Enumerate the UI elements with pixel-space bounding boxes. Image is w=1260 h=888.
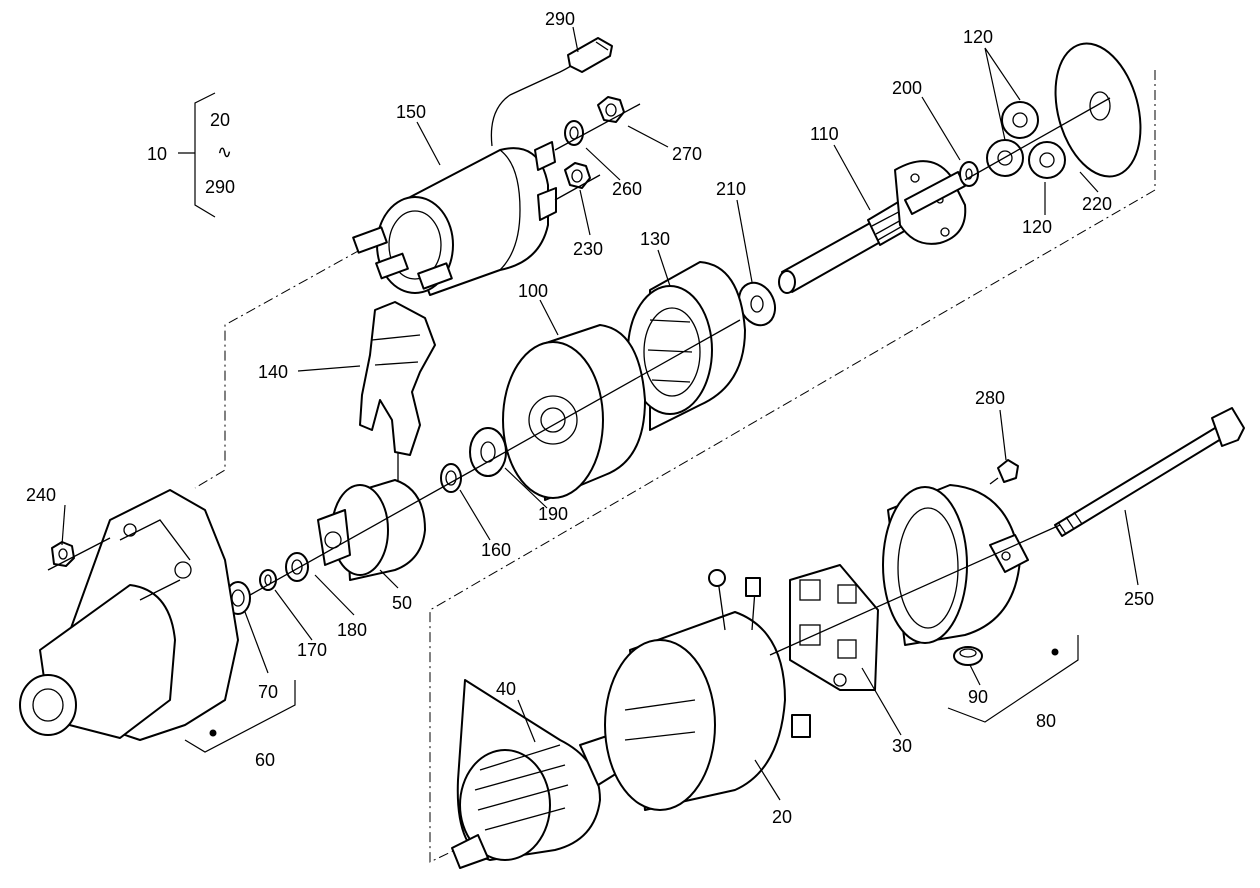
label-160: 160	[481, 540, 511, 560]
washer-260-icon	[564, 120, 584, 146]
ring-170-icon	[259, 569, 277, 591]
assembly-boundary-upper	[194, 249, 361, 489]
part-labels: 10 20 ∿ 290 290 150 270 260 230 110 200 …	[26, 9, 1154, 827]
label-40: 40	[496, 679, 516, 699]
lower-axis	[769, 524, 1061, 656]
armature-40-icon	[451, 679, 623, 869]
end-cover-icon	[882, 484, 1029, 646]
label-180: 180	[337, 620, 367, 640]
label-110: 110	[810, 124, 839, 144]
assembly-boundary-lower	[429, 70, 1156, 863]
marker-dot-60	[209, 729, 217, 737]
drive-housing-icon	[19, 489, 239, 741]
disc-220-icon	[1054, 42, 1142, 178]
yoke-20-icon	[604, 569, 811, 811]
label-200: 200	[892, 78, 922, 98]
grommet-90-icon	[953, 646, 983, 666]
label-140: 140	[258, 362, 288, 382]
through-bolt-icon	[1054, 407, 1245, 537]
shift-lever-icon	[359, 301, 436, 482]
label-90: 90	[968, 687, 988, 707]
group-bracket-80	[947, 635, 1079, 723]
label-270: 270	[672, 144, 702, 164]
label-210: 210	[716, 179, 746, 199]
group-bracket-10	[178, 92, 216, 218]
washer-190-icon	[469, 427, 507, 477]
label-280: 280	[975, 388, 1005, 408]
label-250: 250	[1124, 589, 1154, 609]
group-bracket-60	[184, 680, 296, 753]
wire-icon	[490, 61, 577, 147]
label-120-top: 120	[963, 27, 993, 47]
drive-shaft-icon	[778, 197, 916, 294]
label-100: 100	[518, 281, 548, 301]
wire-connector-icon	[567, 37, 613, 73]
solenoid-axis	[554, 103, 641, 201]
label-290: 290	[545, 9, 575, 29]
label-30: 30	[892, 736, 912, 756]
screw-280-icon	[989, 459, 1019, 485]
label-20-range-start: 20	[210, 110, 230, 130]
label-190: 190	[538, 504, 568, 524]
label-range-tilde: ∿	[217, 142, 232, 162]
label-120-bottom: 120	[1022, 217, 1052, 237]
nut-230-icon	[564, 162, 591, 189]
label-170: 170	[297, 640, 327, 660]
brush-holder-icon	[789, 564, 879, 691]
label-80: 80	[1036, 711, 1056, 731]
label-230: 230	[573, 239, 603, 259]
label-10: 10	[147, 144, 167, 164]
label-260: 260	[612, 179, 642, 199]
ring-gear-housing-icon	[627, 261, 746, 431]
solenoid-icon	[352, 141, 557, 296]
small-washer-200-icon	[959, 161, 979, 187]
upper-axis	[964, 97, 1111, 181]
label-150: 150	[396, 102, 426, 122]
label-70: 70	[258, 682, 278, 702]
label-130: 130	[640, 229, 670, 249]
label-20: 20	[772, 807, 792, 827]
label-290-range-end: 290	[205, 177, 235, 197]
pinion-drive-50-icon	[317, 479, 426, 581]
leader-lines	[61, 26, 1139, 801]
nut-270-icon	[597, 96, 625, 123]
nut-240-axis	[47, 537, 111, 571]
plate-200-icon	[894, 160, 967, 245]
armature-100-icon	[502, 324, 646, 501]
label-60: 60	[255, 750, 275, 770]
middle-axis	[249, 319, 741, 596]
label-240: 240	[26, 485, 56, 505]
ring-180-icon	[285, 552, 309, 582]
marker-dot-80	[1051, 648, 1059, 656]
label-220: 220	[1082, 194, 1112, 214]
label-50: 50	[392, 593, 412, 613]
